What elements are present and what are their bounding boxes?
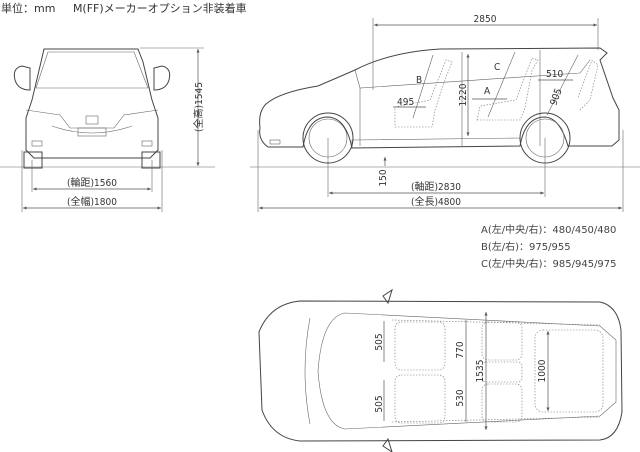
dim-770: 770 (455, 341, 466, 358)
dim-1000: 1000 (537, 359, 548, 382)
wheelbase-label: (軸距)2830 (411, 180, 461, 193)
dim-495: 495 (397, 97, 414, 108)
length-label: (全長)4800 (411, 195, 461, 208)
interior-width: 1535 (475, 360, 486, 383)
unit-label: 単位：mm (1, 2, 56, 15)
width-label: (全幅)1800 (67, 195, 117, 208)
front-seat-left-width: 505 (374, 333, 385, 350)
tread-label: (輪距)1560 (67, 176, 117, 189)
ground-clearance: 150 (378, 169, 389, 186)
front-seat-right-width: 505 (374, 395, 385, 412)
header: 単位：mm M(FF)メーカーオプション非装着車 (1, 0, 261, 16)
dim-530: 530 (455, 389, 466, 406)
legend-row-a: A(左/中央/右)：480/450/480 (481, 225, 617, 236)
side-view: B A C 495 510 1220 905 2850 150 (軸距)2830… (250, 14, 640, 212)
label-a: A (484, 86, 491, 97)
label-b: B (416, 75, 422, 86)
dim-905: 905 (549, 87, 565, 107)
legend-row-c: C(左/中央/右)：985/945/975 (481, 259, 617, 270)
interior-height: 1220 (458, 83, 469, 106)
interior-length: 2850 (474, 14, 497, 25)
seat-dimension-legend: A(左/中央/右)：480/450/480 B(左/右)：975/955 C(左… (481, 222, 617, 273)
label-c: C (494, 62, 500, 73)
spec-note: M(FF)メーカーオプション非装着車 (72, 2, 247, 15)
dim-510: 510 (546, 69, 563, 80)
front-view: (全高)1545 (輪距)1560 (全幅)1800 (0, 47, 215, 212)
legend-row-b: B(左/右)：975/955 (481, 242, 571, 253)
top-view: 505 505 770 530 1535 1000 (258, 288, 623, 452)
height-label: (全高)1545 (192, 82, 205, 132)
